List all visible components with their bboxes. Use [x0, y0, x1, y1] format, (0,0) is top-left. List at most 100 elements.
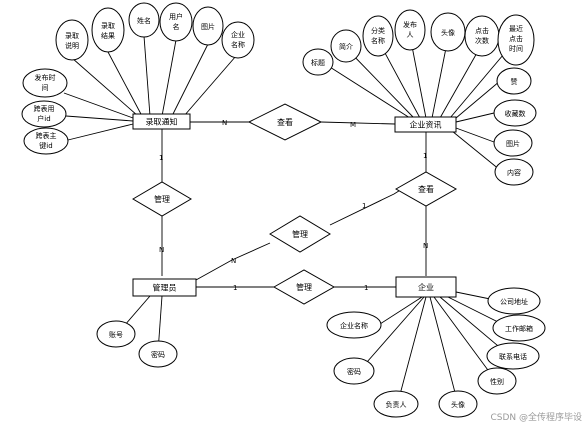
- attr-publish-time: 发布时 间: [22, 68, 68, 98]
- svg-text:赞: 赞: [511, 77, 518, 86]
- card-admin-manage-ent: 1: [233, 284, 237, 292]
- rel-admin-manage-info: 管理: [269, 215, 331, 253]
- svg-text:键id: 键id: [39, 141, 52, 150]
- attr-enterprise-name: 企业 名称: [221, 21, 255, 59]
- card-notice-manage: 1: [159, 154, 163, 162]
- attr-info-image: 图片: [493, 129, 533, 157]
- svg-text:管理员: 管理员: [153, 283, 177, 293]
- svg-text:负责人: 负责人: [386, 400, 407, 409]
- svg-text:图片: 图片: [201, 22, 215, 31]
- card-info-view2: 1: [423, 152, 427, 160]
- attr-like: 赞: [496, 67, 532, 95]
- svg-text:结果: 结果: [101, 31, 115, 40]
- svg-text:管理: 管理: [296, 282, 312, 292]
- attr-person-in-charge: 负责人: [373, 390, 419, 418]
- svg-text:发布时: 发布时: [35, 73, 56, 82]
- svg-text:姓名: 姓名: [137, 16, 151, 25]
- attr-content: 内容: [494, 158, 534, 186]
- svg-text:头像: 头像: [441, 28, 455, 37]
- svg-text:联系电话: 联系电话: [499, 352, 527, 361]
- attr-category-name: 分类 名称: [362, 15, 394, 57]
- svg-text:最近: 最近: [509, 24, 523, 33]
- svg-text:企业名称: 企业名称: [340, 321, 368, 330]
- relationship-edges: [161, 121, 427, 288]
- svg-text:收藏数: 收藏数: [505, 109, 526, 118]
- card-manage-admin: N: [159, 246, 164, 254]
- rel-notice-manage: 管理: [132, 181, 192, 217]
- svg-text:名称: 名称: [371, 36, 385, 45]
- svg-text:跨表主: 跨表主: [36, 131, 57, 140]
- svg-text:内容: 内容: [507, 168, 521, 177]
- svg-text:名称: 名称: [231, 40, 245, 49]
- edge-admin-manage-info: [195, 242, 271, 281]
- cardinalities: N M 1 N 1 N N 1 1 1: [159, 119, 428, 292]
- entity-recruit-notice: 录取通知: [132, 113, 191, 130]
- attr-work-email: 工作邮箱: [492, 314, 546, 342]
- entity-enterprise-info: 企业资讯: [394, 116, 457, 133]
- svg-text:录取通知: 录取通知: [146, 117, 178, 127]
- svg-text:人: 人: [407, 31, 414, 39]
- svg-text:跨表用: 跨表用: [34, 104, 55, 113]
- svg-text:性别: 性别: [490, 377, 504, 386]
- svg-text:点击: 点击: [509, 34, 523, 43]
- svg-text:账号: 账号: [109, 330, 123, 339]
- attr-publisher: 发布 人: [394, 9, 426, 51]
- svg-text:头像: 头像: [451, 400, 465, 409]
- svg-text:查看: 查看: [418, 184, 434, 194]
- attr-favorite-count: 收藏数: [493, 99, 537, 127]
- svg-text:图片: 图片: [506, 139, 520, 148]
- attr-account: 账号: [96, 320, 136, 348]
- svg-text:管理: 管理: [292, 229, 308, 239]
- attr-enterprise-avatar: 头像: [438, 390, 478, 418]
- svg-text:工作邮箱: 工作邮箱: [505, 324, 533, 333]
- attr-phone: 联系电话: [486, 342, 540, 370]
- svg-text:用户: 用户: [169, 12, 183, 21]
- svg-text:发布: 发布: [403, 20, 417, 29]
- svg-text:密码: 密码: [151, 350, 165, 359]
- svg-text:名: 名: [173, 22, 180, 31]
- svg-text:时间: 时间: [509, 44, 523, 53]
- svg-text:简介: 简介: [339, 42, 353, 51]
- entity-admin: 管理员: [132, 278, 197, 297]
- attr-title: 标题: [302, 48, 334, 76]
- svg-text:密码: 密码: [347, 367, 361, 376]
- card-manage-info-view: 1: [362, 202, 366, 210]
- svg-text:录取: 录取: [101, 22, 115, 30]
- svg-text:企业: 企业: [231, 30, 245, 39]
- svg-text:标题: 标题: [311, 58, 325, 67]
- svg-text:录取: 录取: [65, 32, 79, 40]
- svg-text:点击: 点击: [475, 26, 489, 35]
- attr-company-name: 企业名称: [326, 311, 382, 339]
- card-notice-view: N: [222, 119, 227, 127]
- svg-text:企业: 企业: [418, 282, 434, 292]
- attr-gender: 性别: [477, 367, 517, 395]
- attr-last-click-time: 最近 点击 时间: [497, 14, 535, 66]
- attr-enterprise-password: 密码: [333, 357, 375, 385]
- attr-name: 姓名: [128, 2, 160, 38]
- attr-recruit-result: 录取 结果: [91, 7, 125, 53]
- card-admin-manage-info: N: [231, 257, 236, 265]
- attr-click-count: 点击 次数: [464, 15, 500, 57]
- svg-text:户id: 户id: [37, 114, 50, 123]
- rel-admin-manage-enterprise: 管理: [272, 269, 336, 305]
- attr-cross-key-id: 跨表主 键id: [23, 127, 69, 155]
- edge-view-info: [320, 121, 396, 125]
- svg-text:间: 间: [42, 84, 49, 92]
- rel-notice-view: 查看: [247, 103, 323, 141]
- watermark-text: CSDN @全传程序毕设: [490, 411, 582, 423]
- card-manage-ent-enterprise: 1: [364, 284, 368, 292]
- attr-admin-password: 密码: [138, 340, 178, 368]
- svg-text:公司地址: 公司地址: [500, 297, 528, 306]
- attr-company-address: 公司地址: [487, 287, 541, 315]
- rel-info-view: 查看: [394, 171, 458, 207]
- svg-text:说明: 说明: [65, 41, 79, 50]
- attribute-edges: [63, 35, 515, 405]
- card-view-info: M: [350, 121, 356, 129]
- attr-info-avatar: 头像: [430, 12, 466, 52]
- svg-text:管理: 管理: [154, 194, 170, 204]
- attr-intro: 简介: [330, 29, 362, 63]
- svg-text:查看: 查看: [277, 117, 293, 127]
- svg-text:企业资讯: 企业资讯: [410, 120, 442, 130]
